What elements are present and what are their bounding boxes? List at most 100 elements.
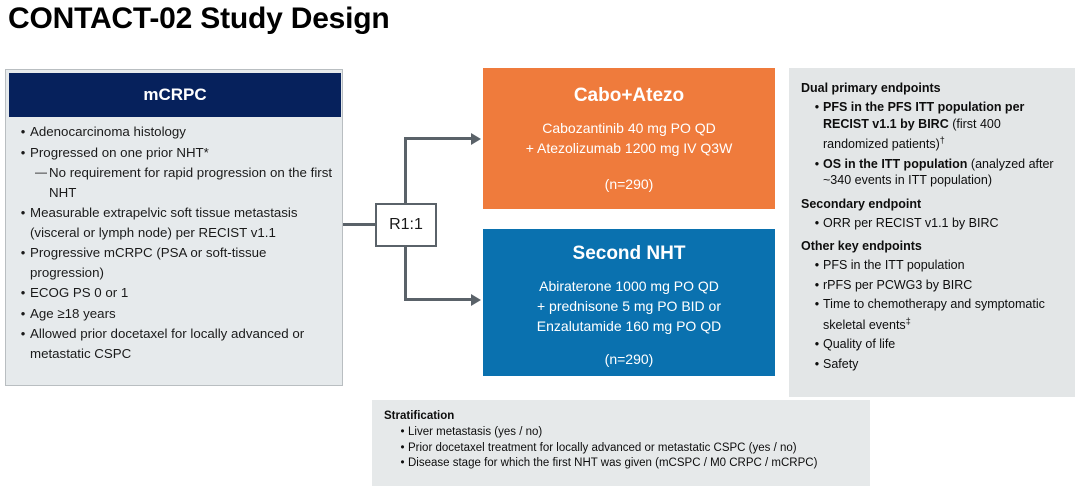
connector-rand-up-horizontal [404, 137, 472, 140]
bullet-icon: • [814, 100, 820, 114]
arrow-head-to-cabo-atezo [471, 132, 481, 145]
endpoint-item-label: ORR per RECIST v1.1 by BIRC [823, 215, 1065, 232]
arm-title: Cabo+Atezo [573, 85, 685, 106]
stratification-item-label: Disease stage for which the first NHT wa… [408, 457, 818, 469]
endpoint-item: •Time to chemotherapy and symptomatic sk… [801, 296, 1065, 333]
bullet-icon: • [20, 305, 26, 321]
eligibility-item: •Age ≥18 years [16, 304, 342, 324]
endpoint-item-detail: (first 400 randomized patients) [823, 116, 1001, 152]
arm-regimen: Abiraterone 1000 mg PO QD + prednisone 5… [493, 276, 765, 336]
eligibility-item-label: Age ≥18 years [30, 305, 116, 321]
bullet-icon: • [20, 124, 26, 139]
arm-regimen: Cabozantinib 40 mg PO QD + Atezolizumab … [493, 118, 765, 158]
bullet-icon: • [814, 258, 820, 273]
arrow-head-to-second-nht [471, 293, 481, 306]
eligibility-item-label: Measurable extrapelvic soft tissue metas… [30, 205, 298, 240]
endpoint-item: •Quality of life [801, 336, 1065, 353]
bullet-icon: • [20, 205, 26, 220]
endpoint-item-label: rPFS per PCWG3 by BIRC [823, 277, 1065, 294]
randomization-label: R1:1 [389, 216, 423, 233]
stratification-item-label: Prior docetaxel treatment for locally ad… [408, 441, 797, 454]
eligibility-item: • Progressive mCRPC (PSA or soft-tissue p… [16, 243, 342, 282]
eligibility-panel: mCRPC •Adenocarcinoma histology•Progress… [5, 69, 343, 386]
eligibility-item: • Measurable extrapelvic soft tissue meta… [16, 203, 342, 242]
endpoint-item: •ORR per RECIST v1.1 by BIRC [801, 215, 1065, 232]
randomization-box: R1:1 [375, 203, 437, 247]
eligibility-item: —No requirement for rapid progression on… [16, 163, 342, 202]
endpoint-item-detail: Quality of life [823, 337, 896, 352]
stratification-item: •Prior docetaxel treatment for locally a… [384, 441, 860, 457]
eligibility-item-label: Progressed on one prior NHT* [30, 144, 209, 160]
endpoint-item-label: PFS in the ITT population [823, 257, 1065, 274]
endpoints-secondary-heading: Secondary endpoint [801, 196, 922, 211]
arm-sample-size: (n=290) [604, 176, 654, 192]
endpoint-item-label: Safety [823, 356, 1065, 373]
eligibility-item-label: Adenocarcinoma histology [30, 124, 186, 139]
eligibility-item: • ECOG PS 0 or 1 [16, 283, 342, 303]
endpoints-other-list: •PFS in the ITT population•rPFS per PCWG… [801, 257, 1065, 372]
endpoint-item-label: Quality of life [823, 336, 1065, 353]
page-title: CONTACT-02 Study Design [8, 2, 390, 35]
endpoint-item-detail: (analyzed after ~340 events in ITT popul… [823, 156, 1054, 188]
endpoint-item-emphasis: OS in the ITT population [823, 156, 968, 171]
bullet-icon: • [20, 285, 26, 300]
bullet-icon: • [400, 441, 405, 454]
endpoint-item-label: Time to chemotherapy and symptomatic ske… [823, 296, 1065, 333]
eligibility-item-label: Allowed prior docetaxel for locally adva… [30, 326, 305, 361]
connector-rand-down-vertical [404, 245, 407, 301]
stratification-panel: Stratification •Liver metastasis (yes / … [372, 400, 870, 486]
endpoint-item-emphasis: PFS in the PFS ITT population per RECIST… [823, 100, 1025, 131]
endpoint-item-detail: Time to chemotherapy and symptomatic ske… [823, 297, 1045, 332]
connector-rand-down-horizontal [404, 298, 472, 301]
bullet-icon: • [814, 215, 820, 230]
endpoints-secondary-list: •ORR per RECIST v1.1 by BIRC [801, 215, 1065, 232]
endpoints-primary-list: •PFS in the PFS ITT population per RECIS… [801, 99, 1065, 189]
bullet-icon: • [814, 277, 820, 292]
bullet-icon: • [814, 297, 820, 312]
endpoints-panel: Dual primary endpoints •PFS in the PFS I… [789, 68, 1075, 397]
arm-regimen-line-2: + Atezolizumab 1200 mg IV Q3W [525, 140, 733, 156]
connector-rand-up-vertical [404, 137, 407, 206]
arm-regimen-line-1: Abiraterone 1000 mg PO QD [539, 278, 719, 294]
endpoint-item-detail: ORR per RECIST v1.1 by BIRC [823, 215, 999, 230]
eligibility-item-label: ECOG PS 0 or 1 [30, 285, 129, 300]
bullet-icon: • [20, 245, 26, 260]
stratification-heading: Stratification [384, 410, 455, 422]
stratification-item: •Disease stage for which the first NHT w… [384, 456, 860, 472]
connector-panel-to-rand [343, 223, 377, 226]
bullet-icon: • [400, 457, 405, 469]
arm-regimen-line-3: Enzalutamide 160 mg PO QD [536, 318, 722, 334]
dash-bullet-icon: — [35, 165, 47, 179]
stratification-item-label: Liver metastasis (yes / no) [408, 426, 543, 438]
endpoint-item-label: PFS in the PFS ITT population per RECIST… [823, 99, 1065, 153]
endpoint-item-label: OS in the ITT population (analyzed after… [823, 156, 1065, 189]
footnote-marker: ‡ [905, 315, 911, 326]
eligibility-item-label: Progressive mCRPC (PSA or soft-tissue pr… [30, 245, 267, 280]
eligibility-item-label: No requirement for rapid progression on … [49, 165, 333, 200]
bullet-icon: • [814, 356, 820, 371]
eligibility-item: •Progressed on one prior NHT* [16, 143, 342, 163]
endpoint-item: •PFS in the PFS ITT population per RECIS… [801, 99, 1065, 153]
eligibility-header-mcrpc: mCRPC [9, 73, 341, 117]
bullet-icon: • [400, 426, 405, 438]
endpoint-item-detail: PFS in the ITT population [823, 258, 965, 273]
endpoint-item-detail: Safety [823, 356, 859, 371]
endpoint-item-detail: rPFS per PCWG3 by BIRC [823, 277, 973, 292]
endpoint-item: •rPFS per PCWG3 by BIRC [801, 277, 1065, 294]
footnote-marker: † [939, 135, 945, 145]
eligibility-criteria-list: •Adenocarcinoma histology•Progressed on … [16, 122, 342, 364]
endpoint-item: •PFS in the ITT population [801, 257, 1065, 274]
stratification-list: •Liver metastasis (yes / no)•Prior docet… [384, 425, 860, 472]
endpoints-other-heading: Other key endpoints [801, 239, 922, 254]
treatment-arm-cabo-atezo: Cabo+Atezo Cabozantinib 40 mg PO QD + At… [483, 68, 775, 209]
arm-regimen-line-2: + prednisone 5 mg PO BID or [536, 298, 722, 314]
endpoint-item: •Safety [801, 356, 1065, 373]
bullet-icon: • [20, 144, 26, 160]
treatment-arm-second-nht: Second NHT Abiraterone 1000 mg PO QD + p… [483, 229, 775, 376]
bullet-icon: • [20, 326, 26, 341]
endpoint-item: •OS in the ITT population (analyzed afte… [801, 156, 1065, 189]
endpoints-primary-heading: Dual primary endpoints [801, 81, 941, 95]
eligibility-item: • Allowed prior docetaxel for locally adv… [16, 324, 342, 363]
eligibility-item: • Adenocarcinoma histology [16, 122, 342, 142]
bullet-icon: • [814, 337, 820, 352]
